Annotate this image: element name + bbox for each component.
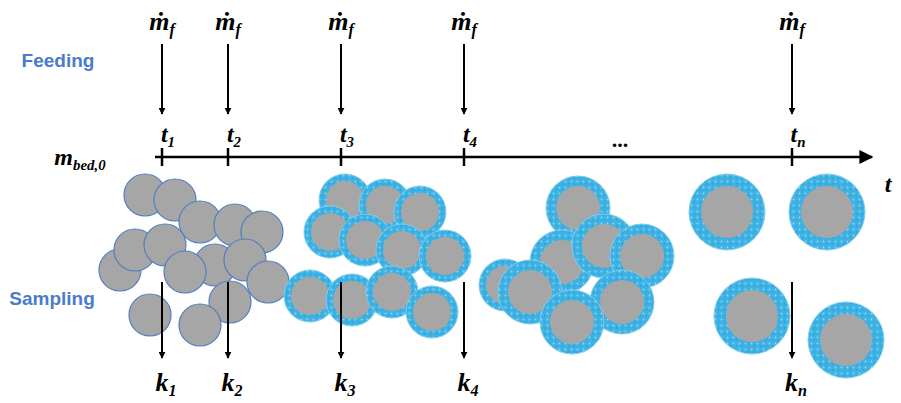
particle <box>373 273 411 311</box>
particle <box>701 186 753 238</box>
symbol-label: ... <box>612 129 629 151</box>
particle <box>726 290 778 342</box>
particle <box>129 294 171 336</box>
symbol-label: t3 <box>340 122 354 146</box>
particle <box>714 278 790 354</box>
symbol-label: t4 <box>463 122 477 146</box>
particle <box>789 174 865 250</box>
particle <box>383 231 421 269</box>
particle <box>820 314 872 366</box>
symbol-label: tn <box>791 122 806 146</box>
symbol-label: mbed,0 <box>54 145 105 169</box>
stage-label: Feeding <box>22 51 95 70</box>
symbol-label: k3 <box>334 370 355 396</box>
particle <box>333 281 371 319</box>
symbol-label: ṁf <box>149 9 175 35</box>
particle <box>179 304 221 346</box>
symbol-label: t1 <box>161 122 175 146</box>
stage-label: Sampling <box>9 289 95 308</box>
particle <box>600 280 644 324</box>
symbol-label: t <box>885 172 892 196</box>
particle <box>247 261 289 303</box>
particle <box>426 237 464 275</box>
particle <box>164 251 206 293</box>
symbol-label: t2 <box>227 122 241 146</box>
symbol-label: k2 <box>221 370 242 396</box>
particle <box>808 302 884 378</box>
symbol-label: ṁf <box>328 9 354 35</box>
symbol-label: ṁf <box>451 9 477 35</box>
particle <box>550 300 594 344</box>
particle <box>689 174 765 250</box>
symbol-label: ṁf <box>779 9 805 35</box>
particle <box>419 230 471 282</box>
particle <box>413 293 451 331</box>
particle <box>540 290 604 354</box>
particle <box>406 286 458 338</box>
particle <box>291 277 329 315</box>
particle <box>801 186 853 238</box>
symbol-label: k4 <box>457 370 478 396</box>
symbol-label: k1 <box>155 370 176 396</box>
symbol-label: kn <box>785 370 807 396</box>
symbol-label: ṁf <box>215 9 241 35</box>
